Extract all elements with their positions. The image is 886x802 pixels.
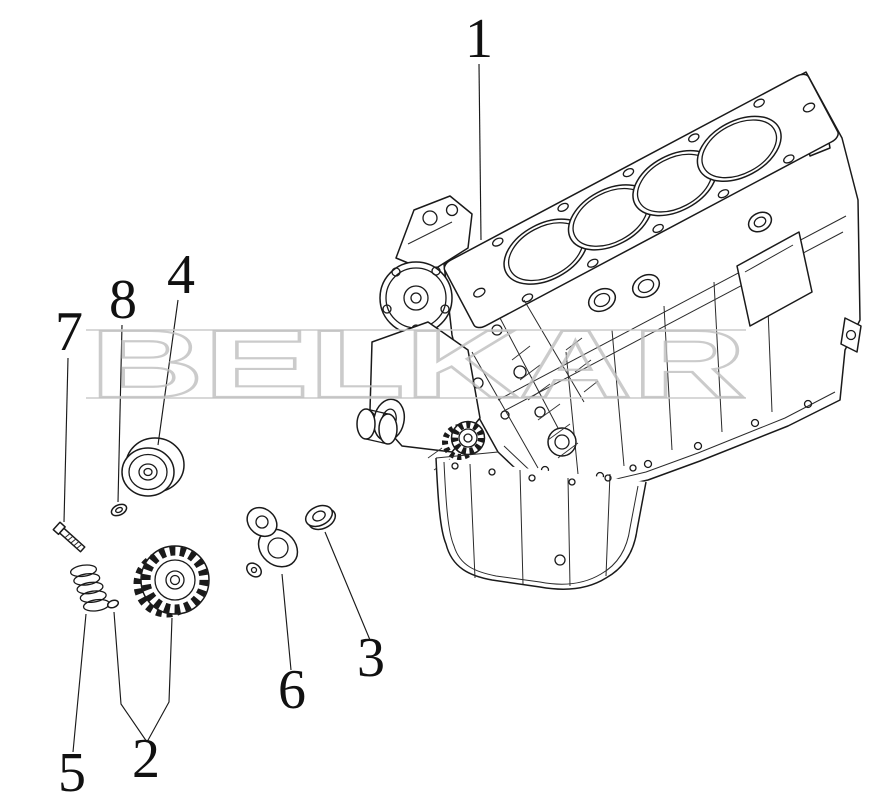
callout-label-2: 2 [132, 728, 160, 790]
part-pin-2 [107, 599, 120, 609]
part-gear-2 [138, 546, 209, 614]
part-tensioner-arm-6 [241, 502, 305, 580]
core-plugs [585, 208, 775, 315]
timing-cover-area [357, 196, 598, 492]
callout-label-5: 5 [58, 742, 86, 802]
block-boss [737, 232, 812, 326]
leader-line-7 [64, 358, 68, 522]
watermark: BELKAR [86, 310, 747, 419]
oil-pan [436, 452, 646, 589]
callout-label-7: 7 [55, 301, 83, 363]
leader-line-5 [73, 614, 86, 752]
pan-bolts [452, 463, 636, 485]
callout-label-6: 6 [278, 659, 306, 721]
cylinder-bores [493, 103, 792, 297]
crank-sprocket [445, 422, 485, 458]
callout-label-8: 8 [109, 269, 137, 331]
cylinder-deck [442, 71, 841, 330]
callout-label-3: 3 [357, 627, 385, 689]
leader-line-2a [114, 612, 147, 742]
leader-line-2b [147, 618, 172, 742]
callout-label-1: 1 [465, 8, 493, 70]
part-washer-8 [110, 502, 129, 518]
watermark-text: BELKAR [90, 311, 746, 418]
leader-line-4 [158, 300, 178, 445]
leader-line-3 [325, 532, 370, 640]
callout-labels: 1 2 3 4 5 6 7 8 [55, 8, 493, 802]
part-washer-3 [302, 501, 338, 533]
callout-label-4: 4 [167, 244, 195, 306]
leader-line-6 [282, 574, 291, 670]
part-tensioner-pulley [122, 438, 184, 496]
part-bolt-7 [53, 522, 86, 553]
engine-block-drawing [357, 71, 861, 589]
crank-nose-boss [357, 409, 397, 444]
hatching [428, 338, 598, 492]
part-spring-5 [70, 562, 110, 613]
leader-line-8 [118, 325, 122, 502]
head-bolt-holes [456, 78, 833, 323]
leader-line-1 [479, 64, 481, 240]
leader-lines [64, 64, 481, 752]
